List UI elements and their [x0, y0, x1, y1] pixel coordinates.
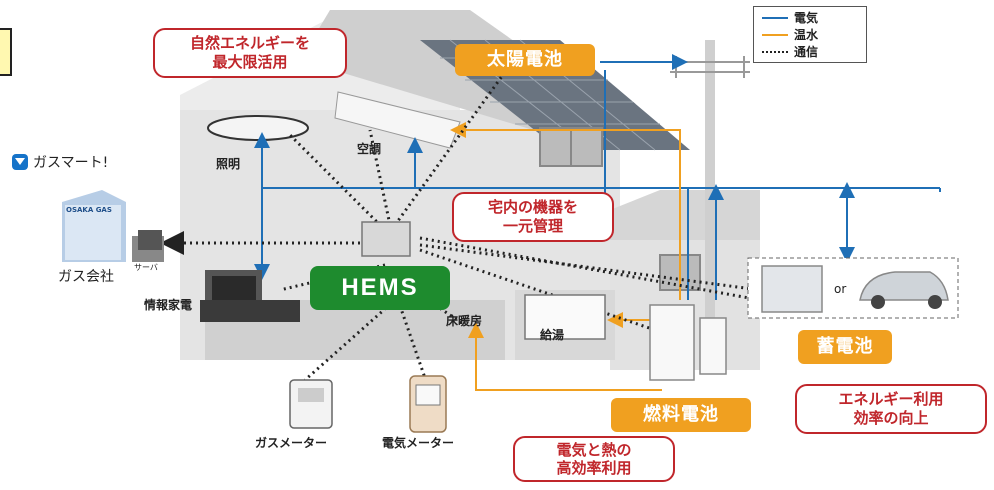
legend: 電気 温水 通信	[753, 6, 867, 63]
callout-renewable-line1: 自然エネルギーを	[189, 34, 310, 52]
callout-fuelcell-line2: 高効率利用	[556, 459, 632, 477]
callout-renewable: 自然エネルギーを 最大限活用	[153, 28, 347, 78]
label-aircon: 空調	[357, 142, 382, 156]
label-or: or	[834, 282, 847, 296]
callout-efficiency-line1: エネルギー利用	[838, 390, 944, 408]
legend-swatch-communication	[762, 50, 788, 53]
label-hot-water: 給湯	[540, 328, 565, 342]
callout-fuelcell-effect: 電気と熱の 高効率利用	[513, 436, 675, 482]
label-gas-meter: ガスメーター	[255, 436, 328, 450]
label-floor-heating: 床暖房	[446, 314, 483, 328]
server-label: サーバ	[134, 263, 158, 272]
gas-company-label: ガス会社	[58, 269, 114, 285]
callout-central-line1: 宅内の機器を	[487, 198, 578, 216]
hems-label: HEMS	[310, 266, 450, 310]
corner-box	[0, 28, 12, 76]
legend-item-electric: 電気	[754, 9, 866, 26]
brand-icon	[12, 154, 28, 170]
label-lighting: 照明	[216, 157, 241, 171]
callout-renewable-line2: 最大限活用	[212, 53, 288, 71]
callout-central-management: 宅内の機器を 一元管理	[452, 192, 614, 242]
callout-efficiency: エネルギー利用 効率の向上	[795, 384, 987, 434]
label-fuel-cell: 燃料電池	[611, 398, 751, 432]
label-storage-battery: 蓄電池	[798, 330, 892, 364]
brand-name: ガスマート!	[33, 155, 109, 171]
callout-central-line2: 一元管理	[502, 217, 563, 235]
legend-item-communication: 通信	[754, 43, 866, 60]
legend-item-hotwater: 温水	[754, 26, 866, 43]
callout-fuelcell-line1: 電気と熱の	[556, 441, 632, 459]
label-electric-meter: 電気メーター	[382, 436, 455, 450]
gas-building	[62, 190, 164, 262]
legend-swatch-hotwater	[762, 33, 788, 36]
gas-building-text: OSAKA GAS	[66, 206, 112, 214]
label-info-appliances: 情報家電	[144, 298, 193, 312]
callout-efficiency-line2: 効率の向上	[853, 409, 929, 427]
label-solar-cell: 太陽電池	[455, 44, 595, 76]
legend-swatch-electric	[762, 16, 788, 19]
gas-brand-logo: ガスマート!	[12, 152, 108, 172]
